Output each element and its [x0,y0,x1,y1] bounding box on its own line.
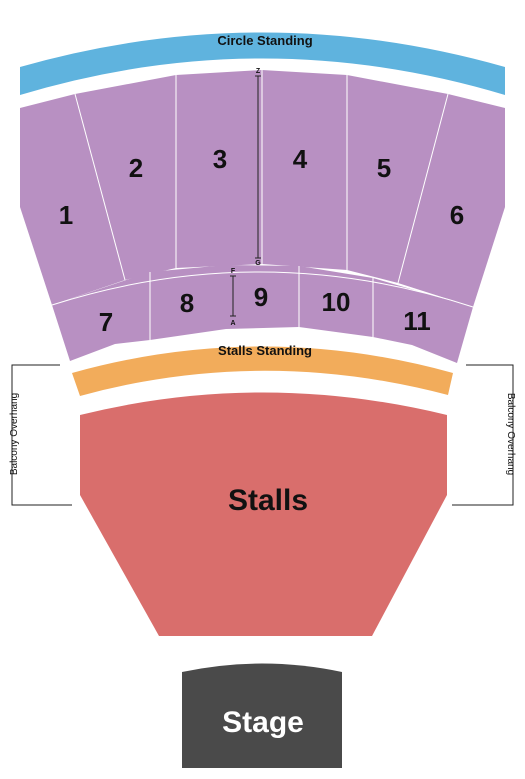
row-label-g: G [255,260,261,267]
section-2-label: 2 [129,153,143,183]
stage-area [182,663,342,768]
stalls-standing-label: Stalls Standing [218,343,312,358]
section-8[interactable] [150,265,226,340]
row-indicator-lower: F A [230,268,236,327]
balcony-overhang-left-label: Balcony Overhang [9,393,20,475]
row-label-z: Z [256,68,261,75]
row-indicator-upper: Z G [255,68,261,267]
section-11[interactable] [373,278,473,363]
section-8-label: 8 [180,288,194,318]
section-10-label: 10 [322,287,351,317]
section-5-label: 5 [377,153,391,183]
section-2[interactable] [75,75,176,280]
section-1[interactable] [20,94,125,305]
section-9-label: 9 [254,282,268,312]
section-3[interactable] [176,70,262,268]
section-7-label: 7 [99,307,113,337]
section-6[interactable] [398,94,505,307]
section-dividers [51,70,474,340]
section-5[interactable] [347,75,448,283]
stage-label: Stage [222,706,304,739]
row-label-f: F [231,268,236,275]
section-10[interactable] [299,266,373,337]
row-label-a: A [230,320,235,327]
section-3-label: 3 [213,144,227,174]
stalls-standing-area[interactable] [72,346,453,397]
balcony-overhang-right: Balcony Overhang [452,364,516,506]
section-4-label: 4 [293,144,308,174]
section-6-label: 6 [450,200,464,230]
balcony-overhang-left: Balcony Overhang [9,364,72,506]
section-1-label: 1 [59,200,73,230]
section-4[interactable] [262,70,347,270]
balcony-overhang-right-label: Balcony Overhang [505,393,516,475]
stalls-label: Stalls [228,484,308,517]
section-11-label: 11 [403,306,431,336]
section-9[interactable] [226,265,299,329]
section-7[interactable] [52,272,150,361]
circle-standing-area[interactable] [20,32,505,96]
stalls-area[interactable] [80,392,447,637]
circle-standing-label: Circle Standing [217,33,312,48]
